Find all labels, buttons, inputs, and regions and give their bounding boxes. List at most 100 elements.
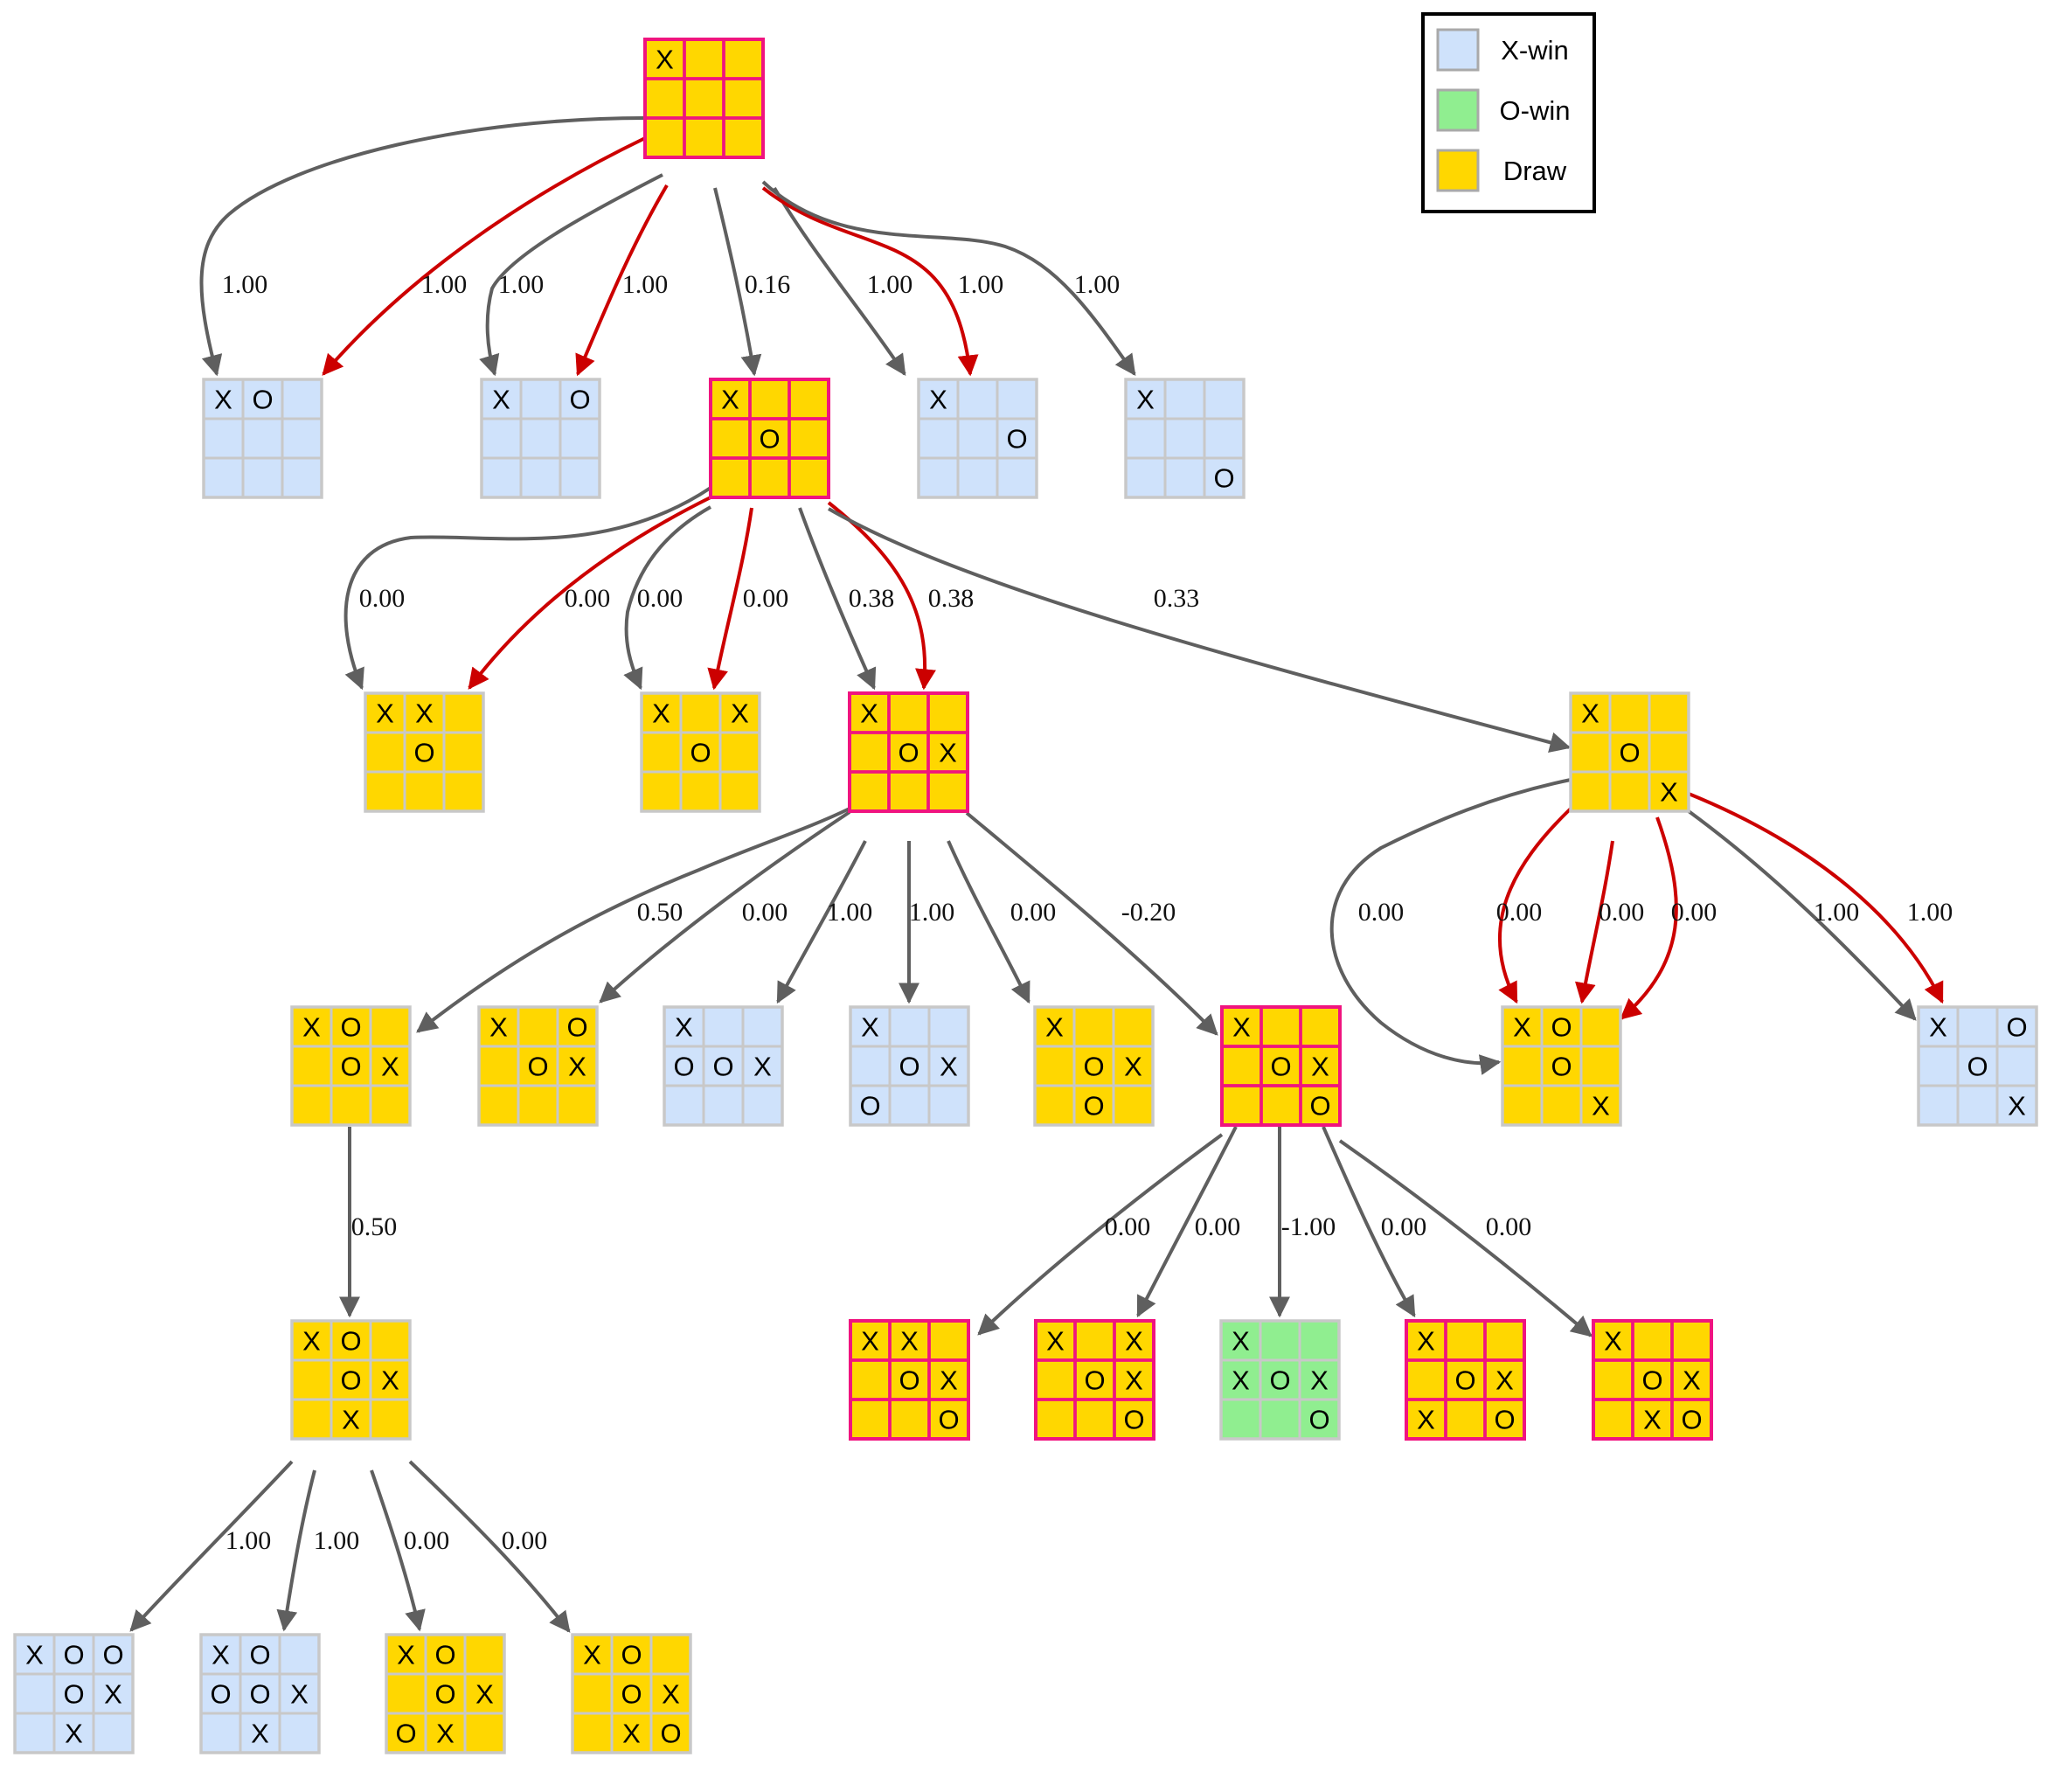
cell-mark: O [1641, 1365, 1662, 1396]
edge-n0-n4-highlight [761, 186, 979, 377]
edge-label: 1.00 [622, 270, 669, 299]
cell-mark: X [251, 1719, 269, 1749]
edge-label: 1.00 [827, 898, 873, 927]
board-border [848, 691, 969, 813]
board-border [1033, 1005, 1155, 1127]
board-border [1219, 1319, 1341, 1441]
board-background [711, 379, 829, 497]
edge-n9-n16 [1329, 778, 1572, 1075]
edge-n15-n22 [1322, 1126, 1416, 1318]
cell-mark: X [656, 45, 674, 75]
board-background [1919, 1007, 2037, 1125]
cell-mark: X [1136, 385, 1155, 415]
cell-mark: X [929, 385, 947, 415]
cell-mark: X [1232, 1365, 1250, 1396]
cell-mark: O [898, 738, 919, 768]
edge-n3-n6-highlight [468, 496, 711, 690]
cell-mark: X [214, 385, 232, 415]
cell-mark: X [1592, 1091, 1610, 1122]
cell-mark: O [660, 1719, 681, 1749]
edge-label: 0.00 [502, 1526, 548, 1555]
cell-mark: X [381, 1365, 399, 1396]
board-background [292, 1321, 410, 1439]
cell-mark: O [1967, 1052, 1988, 1082]
cell-mark: X [860, 698, 878, 729]
cell-mark: O [1551, 1012, 1572, 1043]
board-border [1917, 1005, 2038, 1127]
cell-mark: X [492, 385, 510, 415]
cell-mark: X [753, 1052, 772, 1082]
board-background [1221, 1321, 1339, 1439]
cell-mark: O [1551, 1052, 1572, 1082]
board-background [1035, 1007, 1153, 1125]
cell-mark: X [1311, 1052, 1329, 1082]
cell-mark: X [721, 385, 739, 415]
board-background [850, 693, 968, 811]
board-background [365, 693, 483, 811]
cell-mark: X [212, 1640, 230, 1670]
edge-n15-n23 [1338, 1139, 1592, 1337]
cell-mark: X [662, 1679, 680, 1710]
cell-mark: O [413, 738, 434, 768]
cell-mark: O [2006, 1012, 2027, 1043]
cell-mark: O [249, 1640, 270, 1670]
cell-mark: X [65, 1719, 83, 1749]
cell-mark: O [1083, 1052, 1104, 1082]
cell-mark: X [2008, 1091, 2026, 1122]
board-border [663, 1005, 784, 1127]
cell-mark: O [690, 738, 711, 768]
cell-mark: O [340, 1326, 361, 1357]
cell-mark: O [1619, 738, 1640, 768]
edges-layer [129, 116, 1944, 1633]
board-background [15, 1635, 133, 1753]
cell-mark: X [900, 1326, 919, 1357]
cell-mark: X [939, 738, 957, 768]
edge-label: 0.38 [928, 584, 975, 613]
cell-mark: X [1660, 777, 1678, 808]
edge-label: 0.00 [359, 584, 406, 613]
cell-mark: X [1232, 1012, 1251, 1043]
edge-n18-n25 [276, 1469, 316, 1632]
board-border [1220, 1005, 1342, 1127]
cell-mark: O [395, 1719, 416, 1749]
cell-mark: X [342, 1405, 360, 1435]
edge-n0-n2 [479, 173, 663, 377]
board-node: XO [917, 378, 1038, 499]
cell-mark: O [434, 1679, 455, 1710]
edge-n3-n9 [827, 507, 1572, 754]
edge-label: 0.38 [849, 584, 895, 613]
cell-mark: X [1643, 1405, 1662, 1435]
edge-label: 0.00 [565, 584, 611, 613]
board-background [482, 379, 600, 497]
edge-n0-n2-highlight [575, 184, 669, 377]
edge-n8-n11 [599, 810, 851, 1004]
edge-n18-n24 [129, 1460, 294, 1632]
edge-n0-n3 [713, 187, 762, 377]
cell-mark: X [652, 698, 670, 729]
cell-mark: O [527, 1052, 548, 1082]
board-border [709, 378, 830, 499]
cell-mark: X [302, 1326, 321, 1357]
board-border [385, 1633, 506, 1754]
legend-label-o-win: O-win [1500, 95, 1571, 126]
edge-n0-n1-highlight [322, 136, 646, 376]
edge-label: 1.00 [222, 270, 268, 299]
cell-mark: O [252, 385, 273, 415]
board-border [364, 691, 485, 813]
cell-mark: X [1604, 1326, 1622, 1357]
board-background [479, 1007, 597, 1125]
board-background [645, 39, 763, 157]
edge-n9-n17-highlight [1688, 792, 1944, 1004]
cell-mark: O [566, 1012, 587, 1043]
